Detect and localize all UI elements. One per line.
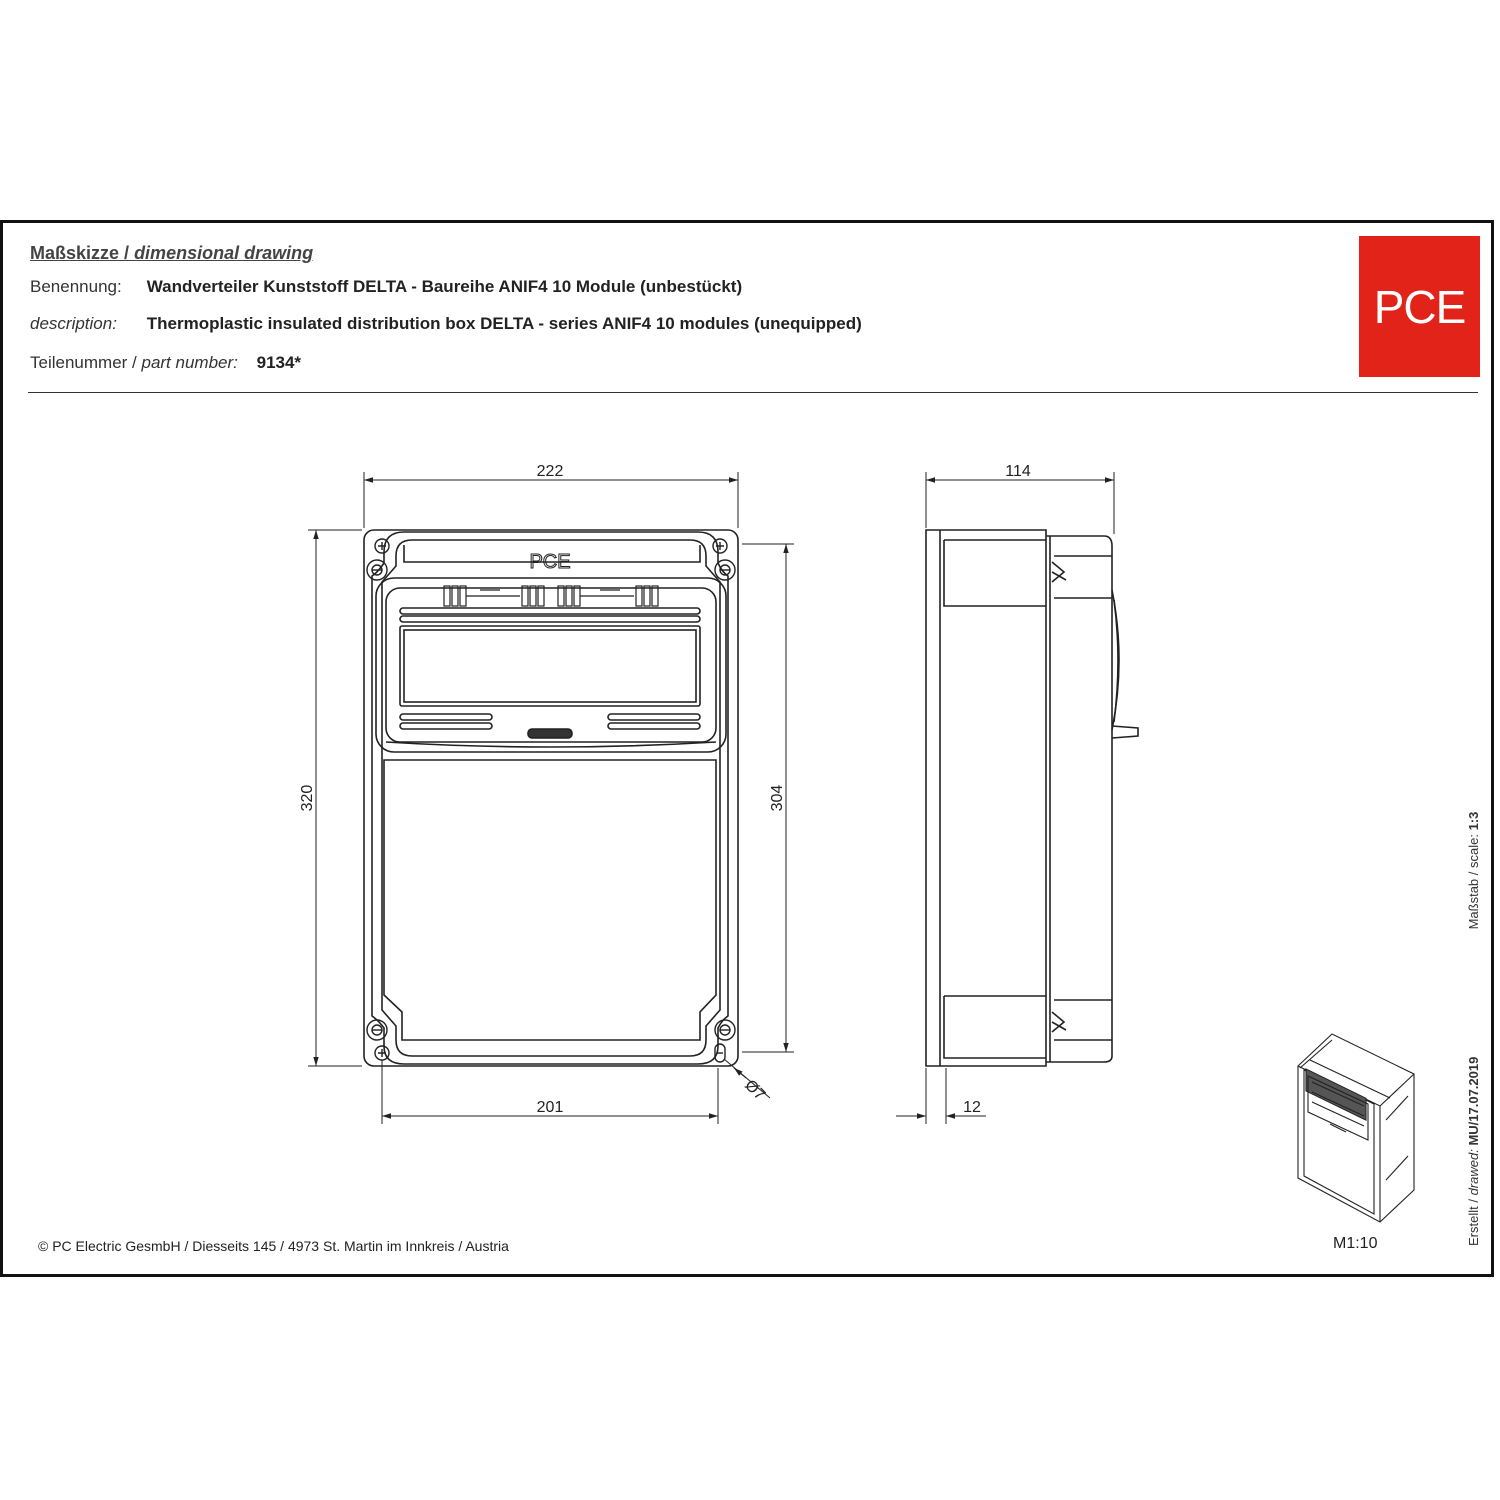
- lid-brand-text: PCE: [529, 551, 570, 573]
- name-row: Benennung: Wandverteiler Kunststoff DELT…: [30, 277, 742, 297]
- dim-wall-offset: 12: [963, 1099, 981, 1116]
- name-value: Wandverteiler Kunststoff DELTA - Baureih…: [146, 277, 743, 296]
- name-label: Benennung:: [30, 277, 122, 296]
- header-separator: [28, 392, 1478, 393]
- dim-height-total: 320: [299, 785, 316, 812]
- part-number-row: Teilenummer / part number: 9134*: [30, 353, 301, 373]
- front-view: [363, 529, 739, 1067]
- dim-hole-spacing: 201: [537, 1099, 564, 1116]
- dim-hole-diameter: Ø7: [741, 1077, 768, 1104]
- drawing-title: Maßskizze / dimensional drawing: [30, 243, 314, 263]
- side-dimensions: [896, 472, 1115, 1124]
- part-label-de: Teilenummer /: [30, 353, 142, 372]
- part-label-en: part number:: [141, 353, 238, 372]
- side-view: [925, 529, 1139, 1067]
- description-label: description:: [30, 314, 117, 333]
- side-note: Erstellt / drawed: MU/17.07.2019 Maßstab…: [1466, 811, 1481, 1246]
- dim-depth-total: 114: [1005, 463, 1031, 480]
- description-row: description: Thermoplastic insulated dis…: [30, 314, 862, 334]
- dim-width-total: 222: [537, 463, 564, 480]
- drawing-frame: [0, 220, 1494, 1277]
- thumbnail-scale: M1:10: [1333, 1235, 1378, 1252]
- pce-logo: PCE: [1359, 236, 1480, 377]
- isometric-thumbnail: [1297, 1033, 1415, 1223]
- dim-height-inner: 304: [769, 785, 786, 812]
- copyright-footer: © PC Electric GesmbH / Diesseits 145 / 4…: [38, 1238, 509, 1254]
- description-value: Thermoplastic insulated distribution box…: [146, 314, 862, 333]
- front-dimensions: [308, 472, 794, 1124]
- part-number-value: 9134*: [256, 353, 302, 372]
